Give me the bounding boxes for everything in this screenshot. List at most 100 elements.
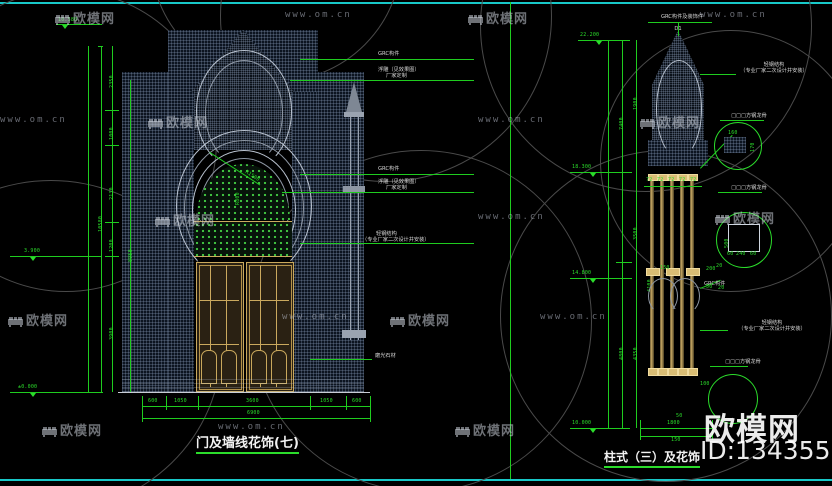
- dim-value: 72: [679, 177, 686, 183]
- dim-tick: [616, 262, 632, 263]
- foliage-band-bottom-edge: [194, 256, 292, 257]
- callout-text-2: （专业厂家二次设计并安装）: [740, 68, 808, 74]
- detail-bubble-lower-steel[interactable]: [708, 374, 758, 424]
- door-mullion: [210, 265, 211, 387]
- column-shaft: [660, 180, 664, 370]
- column-mid-ring: [686, 268, 700, 276]
- drawing-title-left: 门及墙线花饰(七): [196, 432, 299, 454]
- dim-line-vertical-outer-right: [608, 40, 609, 428]
- detail-grc-section: [728, 224, 760, 252]
- tower-arch-outline: [656, 60, 702, 158]
- callout-label: 轻钢结构 （专业厂家二次设计并安装）: [718, 62, 830, 74]
- dim-overall-value: 6900: [247, 410, 260, 416]
- callout-leader: [290, 80, 474, 81]
- callout-leader-top: [648, 22, 712, 23]
- watermark-url: www.om.cn: [282, 312, 349, 322]
- callout-text: GRC构件及装饰件: [660, 14, 704, 20]
- elev-line: [570, 428, 622, 429]
- pinnacle-mid-node: [343, 186, 365, 193]
- watermark-url: www.om.cn: [0, 115, 67, 125]
- dim-value: 1900: [633, 97, 639, 110]
- elev-line-top: [56, 24, 102, 25]
- dim-value: 2130: [109, 187, 115, 200]
- callout-leader: [718, 192, 762, 193]
- pinnacle-base: [342, 330, 366, 338]
- column-base: [648, 368, 658, 376]
- elev-value: 10.000: [572, 420, 592, 426]
- small-dim: 20: [718, 285, 725, 291]
- callout-text: GRC构件: [704, 281, 726, 287]
- detail-bubble-steel-tube[interactable]: [714, 122, 762, 170]
- detail-dim: 60: [727, 251, 734, 257]
- column-arch-outline: [670, 278, 700, 314]
- callout-leader: [700, 330, 728, 331]
- dim-line-horizontal-right: [640, 428, 712, 429]
- elev-marker-top: [62, 25, 68, 29]
- dim-tick: [98, 46, 103, 47]
- detail-bubble-grc-profile[interactable]: [716, 212, 772, 268]
- watermark-url: www.om.cn: [478, 212, 545, 222]
- dim-value: 3500: [633, 227, 639, 240]
- small-dim: 100: [700, 381, 710, 387]
- dim-value: 72: [668, 177, 675, 183]
- callout-text: GRC构件: [378, 51, 400, 57]
- dim-line-horizontal-chain: [142, 406, 370, 407]
- gable-arch-outline-inner: [205, 60, 283, 166]
- dim-value: 1050: [174, 398, 187, 404]
- watermark-brand-large: 欧模网: [704, 412, 800, 448]
- dim-tick: [105, 145, 119, 146]
- elev-line: [570, 278, 622, 279]
- callout-leader-top-drop: [678, 22, 679, 36]
- callout-text: GRC构件: [378, 166, 400, 172]
- callout-text: □□□方钢龙骨: [725, 359, 761, 365]
- dim-value: 4800: [619, 347, 625, 360]
- elev-marker-bottom: [30, 393, 36, 397]
- callout-label: 轻钢结构 （专业厂家二次设计并安装）: [716, 320, 828, 332]
- dim-ext-line: [712, 420, 713, 440]
- door-mullion: [276, 265, 277, 387]
- dim-value: 3600: [246, 398, 259, 404]
- door-mullion: [226, 265, 227, 387]
- dim-value: 600: [352, 398, 362, 404]
- dim-ext-line: [142, 396, 143, 422]
- door-leaf-right[interactable]: [246, 262, 294, 392]
- drawing-title-right-text: 柱式（三）及花饰: [604, 448, 701, 468]
- callout-label: 浮雕（见效果图） 厂家定制: [378, 67, 482, 79]
- door-leaf-inner-frame: [248, 264, 292, 390]
- small-dim: 150: [660, 265, 670, 271]
- dim-line-vertical-inner-right: [622, 40, 623, 428]
- pinnacle-shaft: [350, 110, 351, 340]
- callout-label: 轻钢结构 （专业厂家二次设计并安装）: [362, 231, 482, 243]
- radius-note: R800: [235, 192, 241, 205]
- callout-tag-d1: D1: [666, 26, 690, 32]
- callout-label: □□□方钢龙骨: [712, 185, 786, 191]
- detail-dim: 240: [736, 251, 746, 257]
- elev-value: 18.300: [572, 164, 592, 170]
- dim-ext-line: [370, 396, 371, 422]
- callout-text: 磨光石材: [375, 353, 396, 359]
- dim-value: 1200: [109, 239, 115, 252]
- small-dim: 20: [716, 263, 723, 269]
- dim-tick: [618, 40, 630, 41]
- callout-label: 浮雕（见效果图） 厂家定制: [378, 179, 482, 191]
- elev-value: 3.900: [24, 248, 41, 254]
- callout-leader: [300, 174, 474, 175]
- callout-label: □□□方钢龙骨: [706, 359, 780, 365]
- elev-value: 10.580: [58, 17, 78, 23]
- callout-text-2: 厂家定制: [386, 73, 407, 79]
- callout-label: GRC构件: [378, 51, 478, 57]
- column-mid-ring: [646, 268, 660, 276]
- pinnacle-shaft: [358, 110, 359, 340]
- foliage-band-top-edge: [194, 221, 292, 222]
- elev-line: [570, 172, 622, 173]
- dim-line-horizontal-right-2: [640, 436, 712, 437]
- door-mullion: [260, 265, 261, 387]
- dim-ext-line: [346, 396, 347, 410]
- watermark-url: www.om.cn: [285, 10, 352, 20]
- callout-text: 轻钢结构: [761, 320, 783, 326]
- column-base: [658, 368, 668, 376]
- dim-overall-value: 10580: [98, 215, 104, 232]
- detail-dim: 170: [750, 142, 756, 152]
- dim-value: 72: [646, 177, 653, 183]
